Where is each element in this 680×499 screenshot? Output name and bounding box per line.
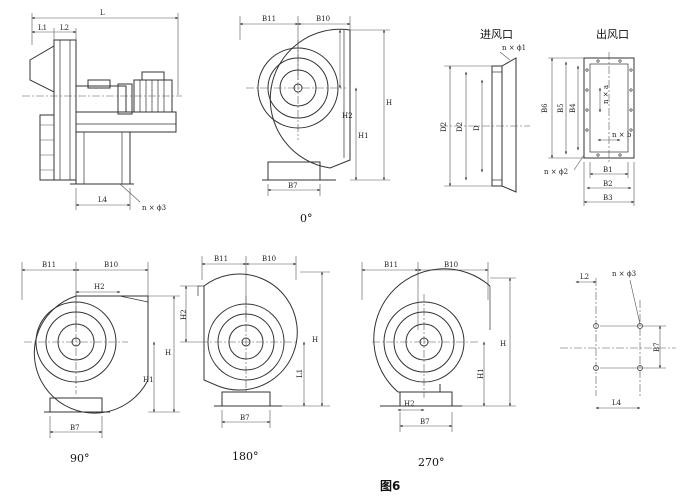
dim-B10: B10 — [316, 15, 330, 23]
dim-H: H — [165, 349, 171, 357]
dim-B10: B10 — [262, 255, 276, 263]
view-90-degree: B11 B10 H2 H H1 B7 90° — [21, 261, 180, 465]
outlet-flange-view: 出风口 B6 B5 B4 n × a n × b n × ϕ2 — [541, 27, 635, 206]
side-view: L L1 L2 — [22, 9, 182, 212]
dim-L2: L2 — [580, 273, 589, 281]
dim-B7: B7 — [420, 418, 430, 426]
dim-H2: H2 — [342, 112, 353, 120]
dim-B7: B7 — [653, 342, 661, 352]
dim-B2: B2 — [603, 180, 613, 188]
dim-B5: B5 — [557, 103, 565, 113]
figure-caption: 图6 — [380, 479, 400, 493]
outlet-bolt-spec: n × ϕ2 — [544, 168, 568, 176]
dim-H: H — [386, 99, 392, 107]
inlet-bolt-spec: n × ϕ1 — [502, 44, 526, 52]
dim-D: D — [473, 125, 481, 131]
dim-L4: L4 — [98, 196, 108, 204]
dim-B3: B3 — [603, 194, 613, 202]
dim-H1: H1 — [358, 132, 369, 140]
view-270-degree: B11 B10 H H1 H2 B7 270° — [361, 261, 516, 469]
base-bolt-spec: n × ϕ3 — [612, 270, 636, 278]
dim-D2-inner: D2 — [456, 122, 464, 132]
dim-B7: B7 — [240, 414, 250, 422]
dim-H1: L1 — [296, 369, 304, 378]
outlet-title: 出风口 — [596, 27, 629, 41]
inlet-title: 进风口 — [480, 28, 513, 41]
dim-B11: B11 — [384, 261, 398, 269]
angle-180-label: 180° — [232, 450, 259, 463]
dim-B10: B10 — [444, 261, 458, 269]
dim-H2: H2 — [180, 309, 188, 320]
dim-B10: B10 — [104, 261, 118, 269]
dim-L1: L1 — [38, 24, 47, 32]
dim-B1: B1 — [603, 166, 613, 174]
dim-na: n × a — [602, 85, 610, 104]
dim-L4: L4 — [612, 399, 622, 407]
angle-0-label: 0° — [300, 212, 313, 225]
dim-H: H — [312, 336, 318, 344]
dim-D2-outer: D2 — [440, 122, 448, 132]
dim-B6: B6 — [541, 103, 549, 113]
dim-B11: B11 — [214, 255, 228, 263]
dim-L2: L2 — [60, 24, 69, 32]
bolt-spec-side: n × ϕ3 — [142, 204, 166, 212]
angle-90-label: 90° — [70, 452, 90, 465]
dim-nb: n × b — [612, 131, 632, 139]
dim-H1: H1 — [477, 368, 485, 379]
dim-H: H — [500, 340, 506, 348]
dim-B11: B11 — [42, 261, 56, 269]
dim-H1: H1 — [143, 376, 154, 384]
view-0-degree: B11 B10 H H1 H2 B7 0° — [239, 15, 392, 225]
dim-B11: B11 — [262, 15, 276, 23]
dim-B7: B7 — [288, 182, 298, 190]
dim-L: L — [100, 9, 105, 17]
view-180-degree: B11 B10 H2 H L1 B7 180° — [180, 255, 330, 463]
dim-H2: H2 — [94, 283, 105, 291]
dim-H2: H2 — [404, 400, 415, 408]
angle-270-label: 270° — [418, 456, 445, 469]
dim-B4: B4 — [569, 103, 577, 113]
inlet-flange-view: 进风口 n × ϕ1 D2 D2 D — [440, 28, 530, 193]
base-bolt-plan: L2 n × ϕ3 B7 L4 — [560, 270, 676, 410]
dim-B7: B7 — [70, 424, 80, 432]
